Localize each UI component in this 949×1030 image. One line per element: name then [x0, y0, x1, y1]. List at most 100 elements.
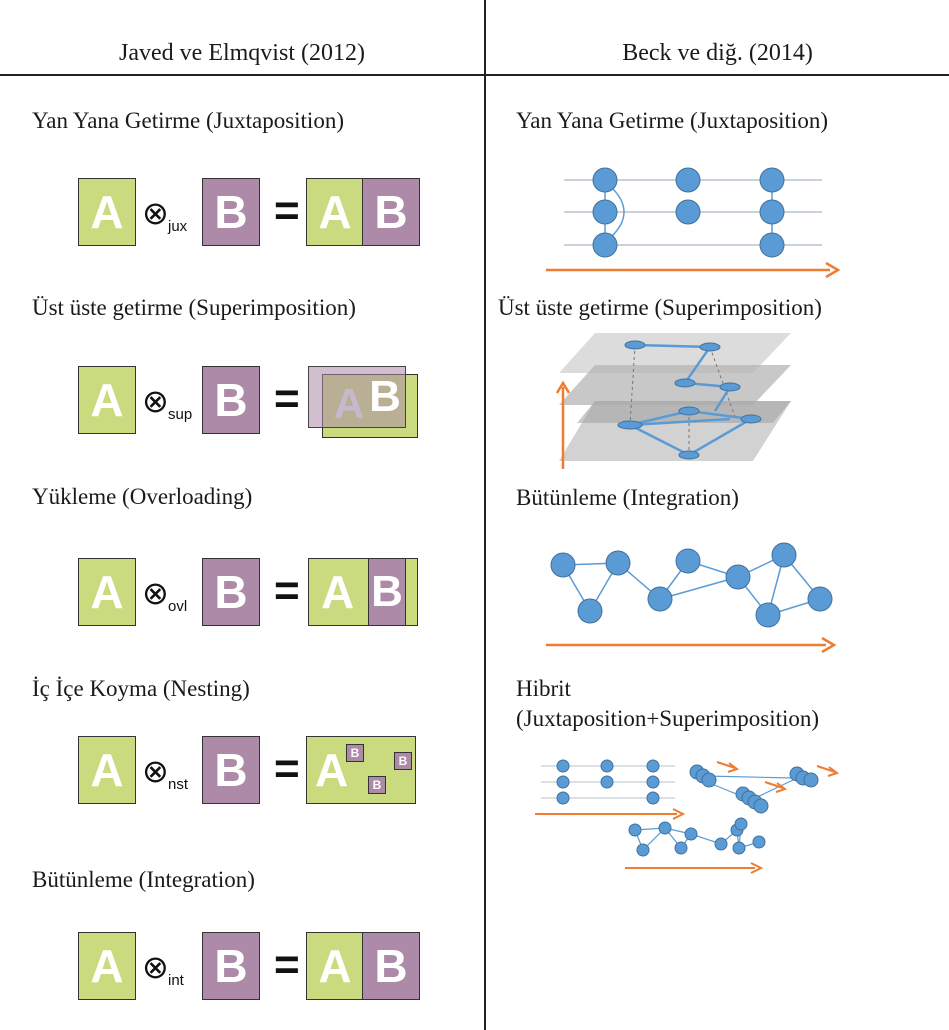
- operator-subscript: int: [168, 972, 184, 989]
- overlay-a: A: [333, 380, 365, 427]
- operator-symbol: ⊗: [142, 574, 169, 612]
- equation-superimposition: A ⊗ sup B = A B: [78, 366, 418, 438]
- node: [674, 378, 696, 388]
- node: [658, 821, 672, 835]
- arrow-head: [827, 766, 840, 777]
- right-title-hybrid-detail: (Juxtaposition+Superimposition): [516, 706, 820, 731]
- node: [617, 420, 643, 430]
- node: [556, 791, 570, 805]
- left-title-juxtaposition: Yan Yana Getirme (Juxtaposition): [32, 108, 344, 133]
- box-b: B: [202, 366, 260, 434]
- equals-sign: =: [274, 374, 300, 423]
- column-divider: [484, 0, 486, 1030]
- arrow-head: [775, 782, 788, 793]
- box-b: B: [202, 932, 260, 1000]
- equation-juxtaposition: A ⊗ jux B = A B: [78, 178, 420, 248]
- integration-network-diagram: [546, 542, 837, 654]
- equals-sign: =: [274, 186, 300, 235]
- operator-subscript: jux: [168, 218, 188, 235]
- node: [734, 817, 748, 831]
- node: [556, 775, 570, 789]
- operator-symbol: ⊗: [142, 948, 169, 986]
- operator-subscript: sup: [168, 406, 193, 423]
- motion-arrow: [716, 761, 736, 769]
- arrow-head: [821, 636, 837, 654]
- node: [647, 586, 673, 612]
- node: [771, 542, 797, 568]
- result-box-a: A: [306, 932, 364, 1000]
- box-b: B: [202, 178, 260, 246]
- left-title-integration: Bütünleme (Integration): [32, 867, 255, 892]
- node: [600, 759, 614, 773]
- nested-box-b: B: [394, 752, 412, 770]
- node: [592, 232, 618, 258]
- node: [550, 552, 576, 578]
- superimposition-layers-diagram: [555, 333, 791, 469]
- box-b: B: [202, 736, 260, 804]
- header-rule: [0, 74, 949, 76]
- node: [675, 548, 701, 574]
- equation-integration: A ⊗ int B = A B: [78, 932, 420, 1002]
- node: [807, 586, 833, 612]
- node: [624, 340, 646, 350]
- node: [678, 406, 700, 416]
- node: [752, 835, 766, 849]
- edge: [704, 775, 794, 779]
- node: [759, 199, 785, 225]
- motion-arrow: [816, 765, 836, 773]
- right-title-superimposition: Üst üste getirme (Superimposition): [498, 295, 822, 320]
- node: [725, 564, 751, 590]
- node: [556, 759, 570, 773]
- node: [675, 199, 701, 225]
- arrow-head: [555, 380, 571, 394]
- edge: [629, 417, 731, 427]
- node: [740, 414, 762, 424]
- box-b: B: [202, 558, 260, 626]
- arrow-head: [672, 808, 686, 820]
- node: [678, 450, 700, 460]
- edge-curve: [609, 185, 625, 239]
- node: [605, 550, 631, 576]
- hybrid-network-diagram: [535, 759, 840, 874]
- result-box-a: A: [306, 178, 364, 246]
- node: [646, 791, 660, 805]
- equation-nesting: A ⊗ nst B = A B B B: [78, 736, 418, 806]
- right-column-title: Beck ve diğ. (2014): [622, 40, 813, 66]
- right-title-integration: Bütünleme (Integration): [516, 485, 739, 510]
- node: [719, 382, 741, 392]
- equals-sign: =: [274, 744, 300, 793]
- node: [675, 167, 701, 193]
- node: [674, 841, 688, 855]
- nested-box-b: B: [346, 744, 364, 762]
- node: [600, 775, 614, 789]
- node: [577, 598, 603, 624]
- inter-layer-link: [709, 346, 736, 418]
- node: [699, 342, 721, 352]
- equation-overloading: A ⊗ ovl B = A B: [78, 558, 418, 628]
- node: [646, 775, 660, 789]
- box-a: A: [78, 366, 136, 434]
- operator-symbol: ⊗: [142, 382, 169, 420]
- operator-symbol: ⊗: [142, 194, 169, 232]
- operator-subscript: ovl: [168, 598, 188, 615]
- node: [714, 837, 728, 851]
- node: [628, 823, 642, 837]
- node: [592, 167, 618, 193]
- box-a: A: [78, 736, 136, 804]
- arrow-head: [750, 862, 764, 874]
- edge: [659, 576, 739, 600]
- overlay-front-rect: [308, 366, 406, 428]
- node: [701, 772, 717, 788]
- left-title-nesting: İç İçe Koyma (Nesting): [32, 676, 250, 701]
- box-a: A: [78, 932, 136, 1000]
- operator-symbol: ⊗: [142, 752, 169, 790]
- equals-sign: =: [274, 566, 300, 615]
- node: [803, 772, 819, 788]
- inter-layer-link: [629, 344, 636, 426]
- node: [646, 759, 660, 773]
- result-box-b: B: [362, 932, 420, 1000]
- arrow-head: [825, 261, 841, 279]
- node: [759, 167, 785, 193]
- node: [592, 199, 618, 225]
- node: [684, 827, 698, 841]
